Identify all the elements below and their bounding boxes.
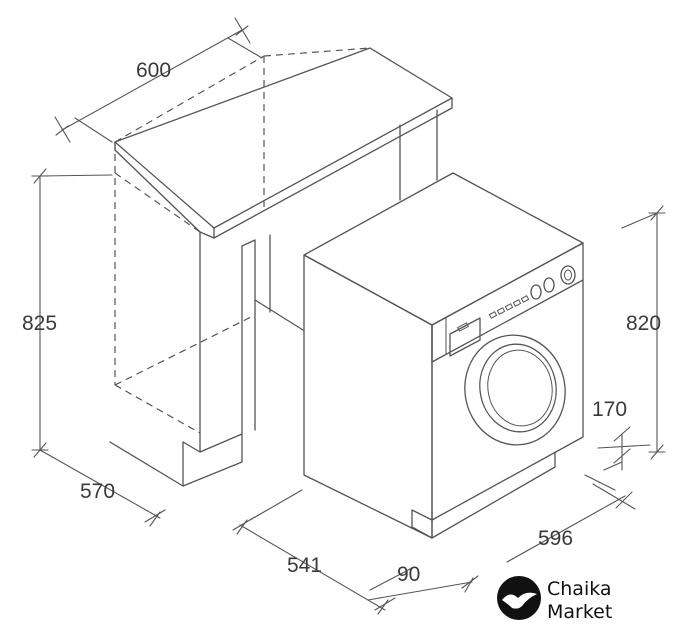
display-window (449, 317, 481, 357)
dim-label-541: 541 (287, 554, 322, 577)
machine-front (431, 242, 584, 521)
side-plinth (182, 433, 243, 487)
dim-label-600: 600 (136, 59, 171, 82)
logo-line2: Market (547, 601, 612, 623)
side-panel (199, 231, 243, 453)
dim-cabinet-width: 600 (54, 17, 263, 143)
logo-line1: Chaika (547, 578, 612, 600)
panel-buttons (488, 295, 530, 319)
dim-label-570: 570 (80, 480, 115, 503)
dim-label-596: 596 (538, 527, 573, 550)
dim-machine-height: 820 (621, 205, 666, 460)
washing-machine (303, 172, 584, 539)
dim-machine-depth: 541 (232, 489, 386, 611)
panel-knobs (530, 265, 576, 300)
dim-label-820: 820 (626, 312, 661, 335)
dim-cabinet-height: 825 (22, 168, 113, 458)
dim-cabinet-depth: 570 (39, 449, 166, 527)
countertop-front-edge (213, 97, 453, 239)
dim-label-90: 90 (397, 563, 420, 586)
dim-door-offset: 90 (367, 563, 479, 615)
logo: Chaika Market (497, 576, 612, 623)
installation-space (114, 47, 371, 434)
machine-side (303, 254, 433, 539)
dim-label-825: 825 (22, 312, 57, 335)
cabinet (109, 47, 453, 487)
dim-plinth-height: 170 (592, 398, 651, 471)
dim-machine-width: 596 (506, 474, 636, 563)
seagull-icon (502, 592, 537, 609)
door (464, 334, 566, 446)
dim-label-170: 170 (592, 398, 627, 421)
control-panel (431, 279, 584, 363)
